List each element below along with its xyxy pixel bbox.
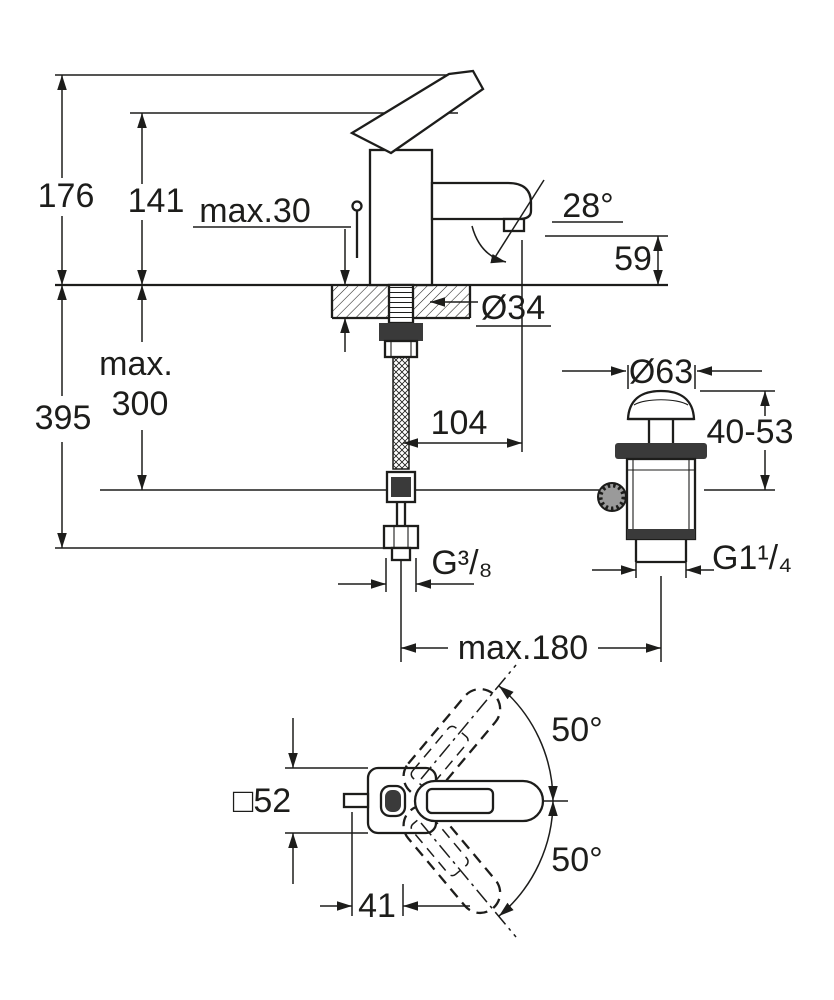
lever-position-up (402, 687, 502, 798)
swivel-axis-down (420, 822, 517, 938)
dim-label-handle-offset: 41 (358, 887, 396, 925)
supply-connection (379, 283, 423, 562)
dim-label-spout-angle: 28° (562, 187, 613, 225)
dim-label-hose-max-value: 300 (112, 385, 169, 423)
dim-label-swivel-up: 50° (551, 711, 602, 749)
dim-label-base-square: □52 (233, 782, 291, 820)
dim-label-total-height: 176 (38, 177, 95, 215)
dim-label-waste-adjust-range: 40-53 (707, 413, 794, 451)
connection-nut (382, 524, 420, 550)
side-view-dimensions: 176 141 max.30 28° 59 Ø34 (35, 75, 794, 667)
waste-seal (615, 443, 707, 459)
dim-base-square: □52 (233, 718, 368, 884)
dim-label-spout-reach: 104 (431, 404, 488, 442)
waste-neck (628, 417, 694, 443)
dim-label-center-distance: max.180 (458, 629, 588, 667)
dim-label-deck-thickness: max.30 (199, 192, 311, 230)
lever-position-down (402, 804, 502, 915)
swivel-arcs (498, 685, 558, 917)
waste-tailpipe (634, 540, 688, 564)
dim-label-hole-diameter: Ø34 (481, 289, 545, 327)
lever-handle (349, 69, 485, 155)
waste-dome (626, 389, 696, 421)
spout-tip-top (342, 792, 370, 809)
flexible-hose (392, 356, 410, 470)
dim-label-below-deck-depth: 395 (35, 399, 92, 437)
dim-label-hose-max-word: max. (99, 345, 173, 383)
dim-label-waste-thread: G1¹/₄ (712, 539, 792, 577)
faucet-body (368, 148, 434, 287)
dim-label-supply-thread: G³/₈ (431, 544, 492, 582)
reference-lines (55, 74, 668, 549)
dim-label-waste-diameter: Ø63 (629, 353, 693, 391)
top-view: 50° 50° □52 41 (233, 664, 603, 938)
mounting-bracket (383, 339, 419, 359)
dim-label-swivel-down: 50° (551, 841, 602, 879)
lever-cutout (425, 787, 495, 815)
dim-handle-offset: 41 (320, 812, 470, 925)
faucet-side (349, 69, 533, 287)
dim-label-height-to-top: 141 (128, 182, 185, 220)
supply-pipe (395, 502, 407, 526)
connection-tip (390, 546, 412, 562)
side-view: 176 141 max.30 28° 59 Ø34 (35, 69, 794, 667)
pop-up-waste (597, 389, 707, 564)
dim-label-spout-to-deck: 59 (614, 240, 652, 278)
pop-up-rod-knob (351, 200, 363, 212)
swivel-axis-up (420, 664, 517, 780)
waste-body (625, 457, 697, 541)
mounting-washer (379, 323, 423, 341)
aerator-outlet (502, 217, 526, 233)
spout (430, 181, 533, 221)
